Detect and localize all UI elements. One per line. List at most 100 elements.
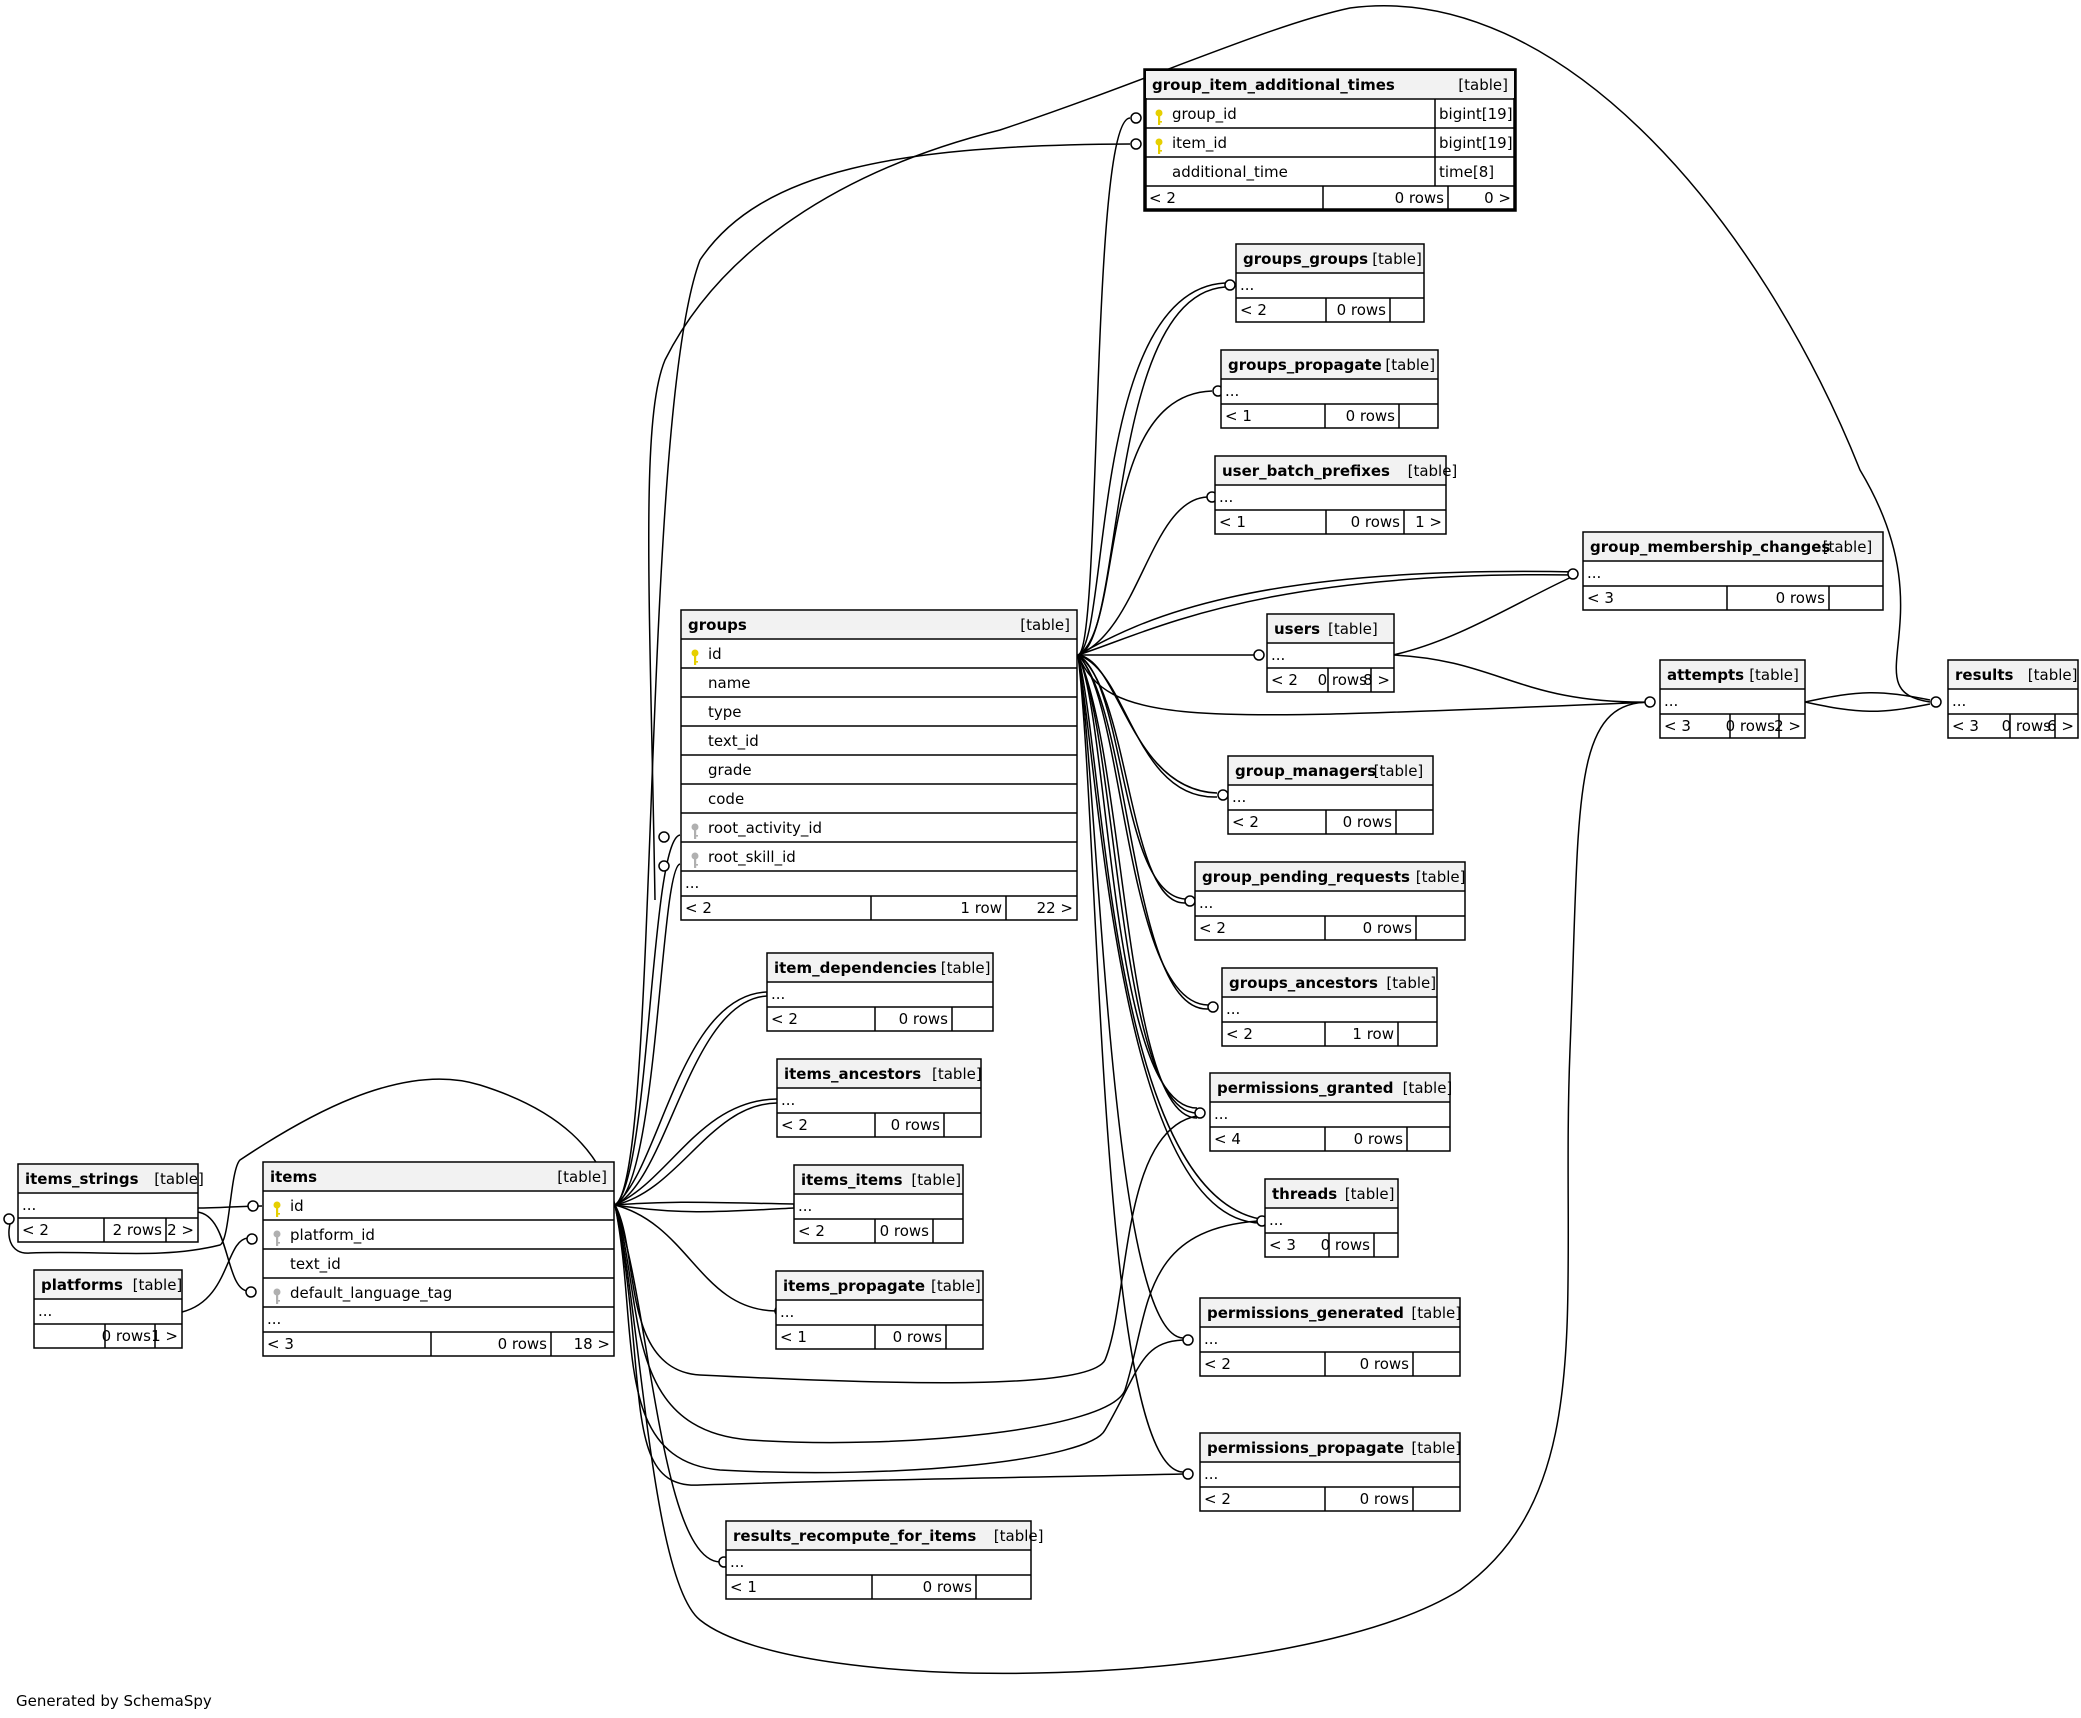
column-row[interactable]: root_activity_id	[691, 819, 823, 839]
table-type-label: [table]	[1411, 1304, 1461, 1322]
footer-generated-by: Generated by SchemaSpy	[16, 1692, 212, 1710]
edge-items-items-ancestors-2	[614, 1102, 778, 1206]
edge-groups-permissions-generated	[1077, 654, 1184, 1339]
table-type-label: [table]	[1408, 462, 1458, 480]
column-row[interactable]: id	[273, 1197, 304, 1217]
parents-count: < 2	[685, 899, 712, 917]
children-count: 22 >	[1037, 899, 1073, 917]
primary-key-icon	[691, 649, 699, 665]
table-name: items	[270, 1168, 317, 1186]
more-columns-ellipsis: ...	[771, 985, 785, 1003]
row-count: 0 rows	[1318, 671, 1368, 689]
edge-items-attempts	[614, 701, 1653, 1675]
table-name: platforms	[41, 1276, 123, 1294]
row-count: 0 rows	[1321, 1236, 1371, 1254]
edge-items-group-item-additional-times	[614, 143, 1131, 1206]
column-row[interactable]: code	[708, 790, 744, 808]
children-count: 2 >	[1774, 717, 1801, 735]
more-columns-ellipsis: ...	[1214, 1105, 1228, 1123]
row-count: 1 row	[960, 899, 1002, 917]
edge-attempts-results-1	[1804, 692, 1931, 703]
primary-key-icon	[273, 1201, 281, 1217]
more-columns-ellipsis: ...	[267, 1310, 281, 1328]
column-row[interactable]: root_skill_id	[691, 848, 796, 868]
row-count: 0 rows	[1360, 1490, 1410, 1508]
parents-count: < 2	[798, 1222, 825, 1240]
column-row[interactable]: platform_id	[273, 1226, 375, 1246]
row-count: 0 rows	[1776, 589, 1826, 607]
column-row[interactable]: grade	[708, 761, 752, 779]
column-row[interactable]: text_id	[708, 732, 759, 751]
table-type-label: [table]	[1403, 1079, 1453, 1097]
column-row[interactable]: text_id	[290, 1255, 341, 1274]
more-columns-ellipsis: ...	[1271, 646, 1285, 664]
table-items[interactable]: items[table]idplatform_idtext_iddefault_…	[262, 1161, 615, 1357]
table-name: results_recompute_for_items	[733, 1527, 976, 1545]
edge-items-item-dependencies-2	[614, 995, 768, 1206]
parents-count: < 2	[1149, 189, 1176, 207]
column-name: id	[708, 645, 722, 663]
row-count: 0 rows	[1363, 919, 1413, 937]
column-name: grade	[708, 761, 752, 779]
parents-count: < 3	[1269, 1236, 1296, 1254]
edge-items-items-strings-loop	[8, 1078, 616, 1255]
table-name: user_batch_prefixes	[1222, 462, 1390, 480]
column-name: root_activity_id	[708, 819, 822, 838]
column-row[interactable]: default_language_tag	[273, 1284, 453, 1304]
row-count: 0 rows	[880, 1222, 930, 1240]
parents-count: < 2	[1204, 1355, 1231, 1373]
edge-platforms-items	[181, 1237, 249, 1313]
table-results-recompute-for-items[interactable]: results_recompute_for_items[table]...< 1…	[725, 1520, 1044, 1600]
edge-items-item-dependencies-1	[614, 991, 768, 1206]
edge-items-groups-root-activity	[614, 834, 681, 1206]
row-count: 0 rows	[102, 1327, 152, 1345]
edge-users-attempts	[1392, 654, 1656, 703]
parents-count: < 3	[1664, 717, 1691, 735]
children-count: 0 >	[1484, 189, 1511, 207]
column-name: text_id	[290, 1255, 341, 1274]
edge-groups-results	[648, 5, 1931, 901]
row-count: 0 rows	[1343, 813, 1393, 831]
column-row[interactable]: type	[708, 703, 742, 721]
column-row[interactable]: id	[691, 645, 722, 665]
table-type-label: [table]	[994, 1527, 1044, 1545]
column-row[interactable]: name	[708, 674, 751, 692]
table-group-item-additional-times[interactable]: group_item_additional_times[table]group_…	[1143, 68, 1517, 212]
table-name: group_managers	[1235, 762, 1376, 780]
children-count: 1 >	[151, 1327, 178, 1345]
row-count: 0 rows	[498, 1335, 548, 1353]
table-name: items_propagate	[783, 1277, 925, 1295]
row-count: 0 rows	[899, 1010, 949, 1028]
table-type-label: [table]	[1374, 762, 1424, 780]
more-columns-ellipsis: ...	[22, 1196, 36, 1214]
edge-end-marker	[247, 1200, 259, 1212]
parents-count: < 1	[1225, 407, 1252, 425]
table-groups[interactable]: groups[table]idnametypetext_idgradecoder…	[680, 609, 1078, 921]
table-type-label: [table]	[941, 959, 991, 977]
column-type: bigint[19]	[1439, 134, 1513, 152]
